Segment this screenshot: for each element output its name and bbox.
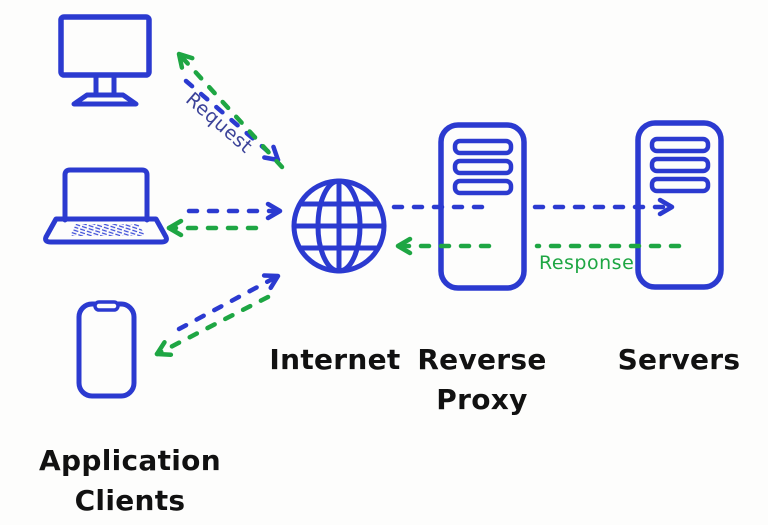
application-clients-label: Application Clients	[39, 444, 221, 518]
desktop-monitor-icon	[58, 14, 152, 107]
response-arrows	[154, 51, 682, 357]
laptop-keyboard-texture	[70, 224, 145, 236]
smartphone-icon	[76, 300, 137, 399]
laptop-icon	[43, 167, 169, 245]
reverse-proxy-server-icon	[438, 122, 527, 291]
reverse-proxy-label: Reverse Proxy	[417, 343, 547, 417]
internet-globe-icon	[291, 178, 387, 274]
servers-label: Servers	[617, 343, 741, 376]
request-arrows	[176, 78, 675, 332]
response-flow-label: Response	[539, 252, 635, 274]
internet-label: Internet	[269, 343, 401, 376]
